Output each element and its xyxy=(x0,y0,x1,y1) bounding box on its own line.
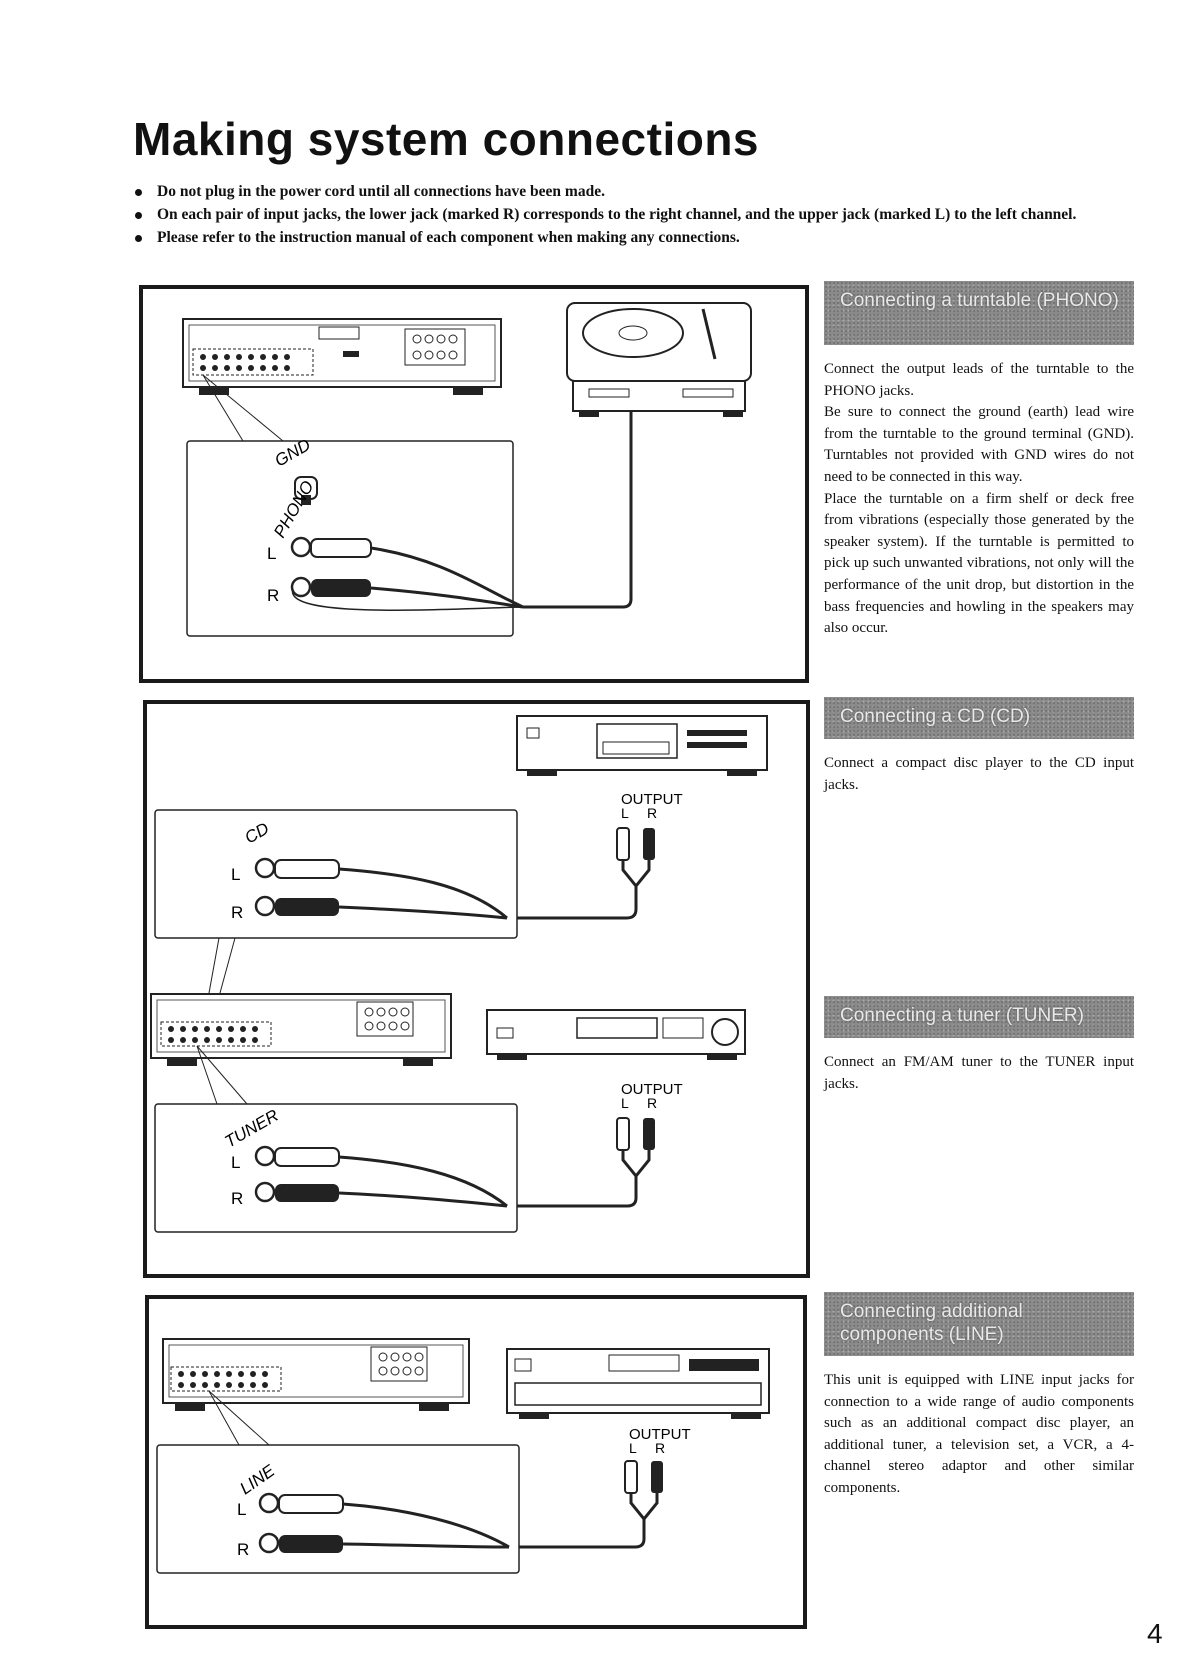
section-body: This unit is equipped with LINE input ja… xyxy=(824,1370,1134,1500)
line-left-jack xyxy=(258,1492,280,1514)
line-right-label: R xyxy=(237,1540,249,1559)
section-heading: Connecting a CD (CD) xyxy=(824,697,1134,739)
line-connection-figure: OUTPUT L R LINE L R xyxy=(145,1295,807,1629)
line-output-left-label: L xyxy=(629,1440,637,1456)
phono-right-label: R xyxy=(267,586,279,605)
note-item: Do not plug in the power cord until all … xyxy=(133,181,1143,203)
section-body: Connect an FM/AM tuner to the TUNER inpu… xyxy=(824,1052,1134,1095)
section-heading: Connecting a tuner (TUNER) xyxy=(824,996,1134,1038)
tuner-output-right-plug xyxy=(643,1118,655,1150)
cd-tuner-connection-figure: OUTPUT L R CD L R xyxy=(143,700,810,1278)
section-paragraph: This unit is equipped with LINE input ja… xyxy=(824,1372,1134,1496)
line-diagram: OUTPUT L R LINE L R xyxy=(156,1338,770,1574)
section-heading: Connecting additional components (LINE) xyxy=(824,1292,1134,1356)
tuner-output-left-label: L xyxy=(621,1095,629,1111)
cd-output-left-plug xyxy=(616,827,630,861)
cd-output-left-label: L xyxy=(621,805,629,821)
section-line: Connecting additional components (LINE) … xyxy=(824,1292,1134,1500)
page-title: Making system connections xyxy=(133,113,759,165)
section-body: Connect the output leads of the turntabl… xyxy=(824,359,1134,640)
cd-output-right-plug xyxy=(643,828,655,860)
additional-component-illustration xyxy=(506,1348,770,1419)
line-output-left-plug xyxy=(624,1460,638,1494)
page-number: 4 xyxy=(1147,1618,1163,1649)
section-tuner: Connecting a tuner (TUNER) Connect an FM… xyxy=(824,996,1134,1095)
turntable-connection-figure: GND PHONO L R xyxy=(139,285,809,683)
tuner-output-right-label: R xyxy=(647,1095,657,1111)
section-paragraph: Connect a compact disc player to the CD … xyxy=(824,755,1134,793)
line-right-jack xyxy=(258,1532,280,1554)
section-paragraph: Connect an FM/AM tuner to the TUNER inpu… xyxy=(824,1054,1134,1092)
tuner-right-jack xyxy=(254,1181,276,1203)
tuner-left-jack xyxy=(254,1145,276,1167)
amplifier-rear-illustration xyxy=(162,1338,470,1446)
tuner-right-label: R xyxy=(231,1189,243,1208)
cd-left-jack xyxy=(254,857,276,879)
tuner-output-left-plug xyxy=(616,1117,630,1151)
amplifier-rear-illustration xyxy=(150,993,452,1105)
phono-left-label: L xyxy=(267,544,276,563)
section-cd: Connecting a CD (CD) Connect a compact d… xyxy=(824,697,1134,796)
cd-player-illustration xyxy=(516,715,768,776)
tuner-jack-zoom-panel xyxy=(154,1103,518,1233)
section-paragraph: Connect the output leads of the turntabl… xyxy=(824,361,1134,399)
turntable-illustration xyxy=(566,302,752,439)
tuner-left-label: L xyxy=(231,1153,240,1172)
section-paragraph: Be sure to connect the ground (earth) le… xyxy=(824,404,1134,485)
section-body: Connect a compact disc player to the CD … xyxy=(824,753,1134,796)
cd-right-label: R xyxy=(231,903,243,922)
phono-right-jack xyxy=(290,576,312,598)
notes-list: Do not plug in the power cord until all … xyxy=(133,181,1143,250)
tuner-output-label: OUTPUT xyxy=(621,1081,683,1098)
cd-output-label: OUTPUT xyxy=(621,791,683,808)
amplifier-rear-illustration xyxy=(182,318,502,442)
note-item: On each pair of input jacks, the lower j… xyxy=(133,204,1143,226)
phono-left-jack xyxy=(290,536,312,558)
tuner-illustration xyxy=(486,1009,746,1060)
section-heading: Connecting a turntable (PHONO) xyxy=(824,281,1134,345)
line-output-label: OUTPUT xyxy=(629,1426,691,1443)
cd-output-right-label: R xyxy=(647,805,657,821)
line-output-right-plug xyxy=(651,1461,663,1493)
turntable-diagram: GND PHONO L R xyxy=(182,302,752,637)
line-output-right-label: R xyxy=(655,1440,665,1456)
section-paragraph: Place the turntable on a firm shelf or d… xyxy=(824,490,1134,637)
section-turntable: Connecting a turntable (PHONO) Connect t… xyxy=(824,281,1134,640)
cd-left-label: L xyxy=(231,865,240,884)
cd-right-jack xyxy=(254,895,276,917)
cd-tuner-diagram: OUTPUT L R CD L R xyxy=(150,715,768,1233)
note-item: Please refer to the instruction manual o… xyxy=(133,227,1143,249)
line-left-label: L xyxy=(237,1500,246,1519)
